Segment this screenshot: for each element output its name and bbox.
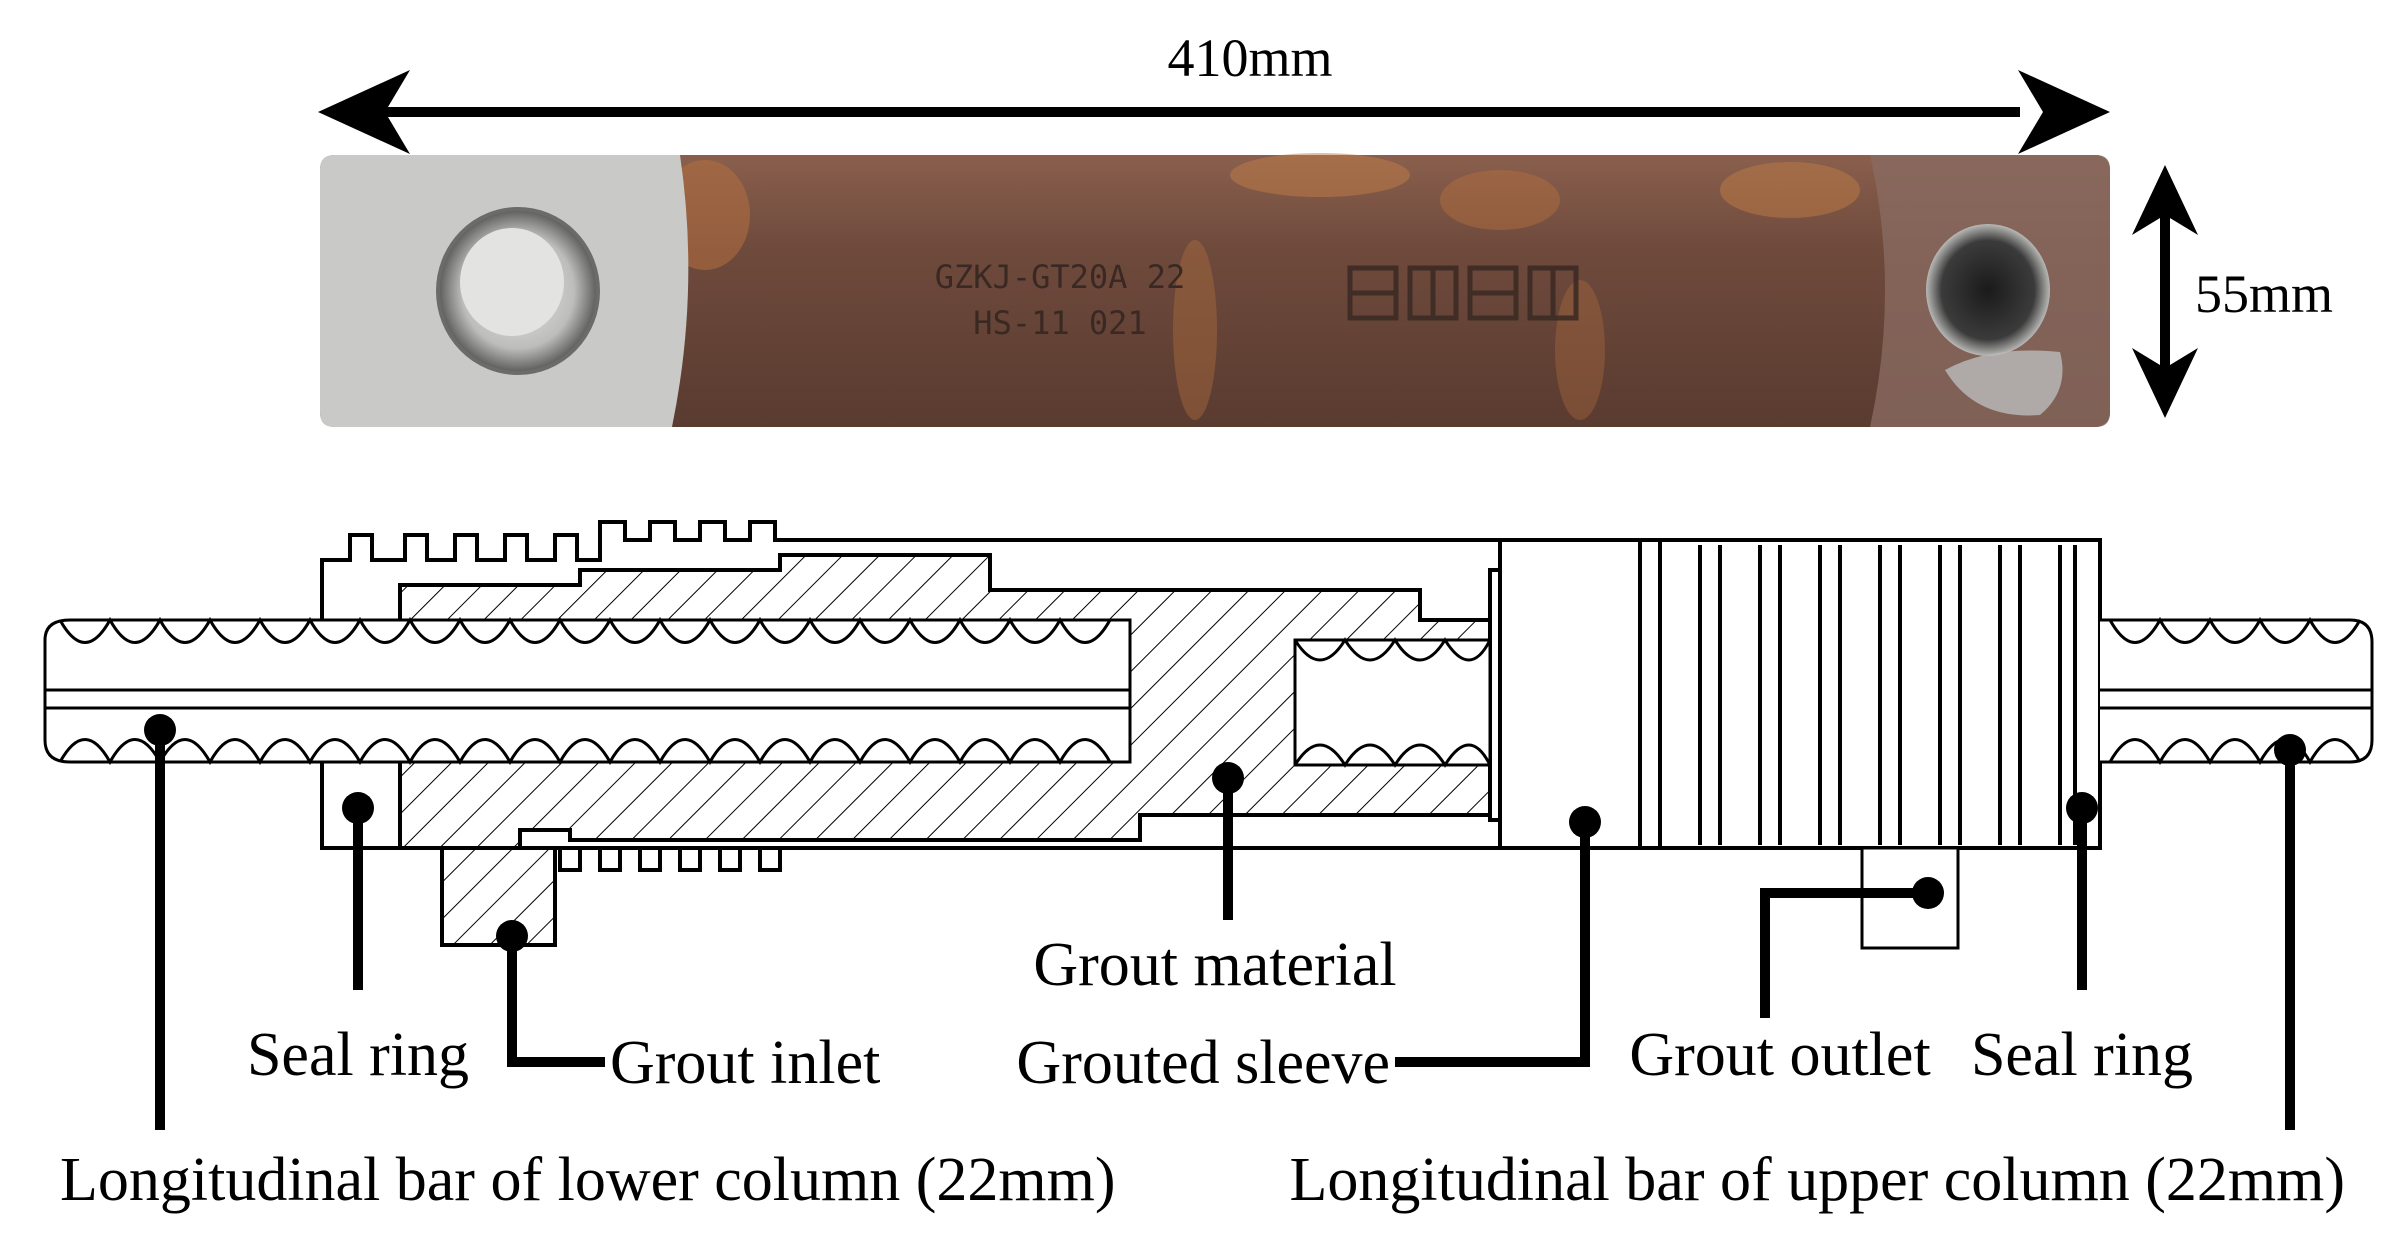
label-seal-ring-left: Seal ring — [247, 1021, 469, 1089]
label-grout-inlet: Grout inlet — [610, 1029, 880, 1097]
label-grout-outlet: Grout outlet — [1629, 1021, 1930, 1089]
dot-grout-material-icon — [1212, 762, 1244, 794]
arrow-down-icon — [2132, 348, 2198, 418]
lower-column-bar — [43, 616, 1132, 766]
upper-column-bar-inner — [1293, 637, 1492, 768]
label-lower-bar: Longitudinal bar of lower column (22mm) — [60, 1146, 1115, 1214]
length-dimension: 410mm — [318, 28, 2110, 154]
diameter-label: 55mm — [2195, 264, 2333, 324]
dot-upper-bar-icon — [2274, 734, 2306, 766]
dot-grout-inlet-icon — [496, 920, 528, 952]
sleeve-marking-line2: HS-11 021 — [973, 304, 1146, 342]
label-upper-bar: Longitudinal bar of upper column (22mm) — [1290, 1146, 2345, 1214]
dot-seal-ring-left-icon — [342, 792, 374, 824]
grout-inlet-boss — [440, 846, 557, 947]
right-port-hole-icon — [1926, 224, 2050, 356]
dot-grouted-sleeve-icon — [1569, 806, 1601, 838]
dot-grout-outlet-icon — [1912, 877, 1944, 909]
sleeve-marking-line1: GZKJ-GT20A 22 — [935, 258, 1185, 296]
arrow-up-icon — [2132, 165, 2198, 235]
sleeve-corrugations — [1638, 540, 2077, 848]
arrow-left-icon — [318, 70, 410, 154]
leader-lines — [155, 730, 2295, 1130]
arrow-right-icon — [2018, 70, 2110, 154]
label-grouted-sleeve: Grouted sleeve — [1016, 1029, 1390, 1097]
length-label: 410mm — [1167, 28, 1332, 88]
cross-section — [43, 520, 2374, 950]
manufacturer-logo-stamp — [1347, 265, 1579, 321]
sleeve-photo: GZKJ-GT20A 22 HS-11 021 — [320, 153, 2110, 427]
label-seal-ring-right: Seal ring — [1971, 1021, 2193, 1089]
upper-column-bar — [2100, 616, 2374, 766]
callout-labels: Grout material Seal ring Grout inlet Gro… — [60, 931, 2345, 1214]
sleeve-right-shell — [1498, 538, 2102, 850]
dot-seal-ring-right-icon — [2066, 792, 2098, 824]
label-grout-material: Grout material — [1033, 931, 1396, 999]
leader-dots — [144, 714, 2306, 952]
diameter-dimension: 55mm — [2132, 165, 2333, 418]
dot-lower-bar-icon — [144, 714, 176, 746]
